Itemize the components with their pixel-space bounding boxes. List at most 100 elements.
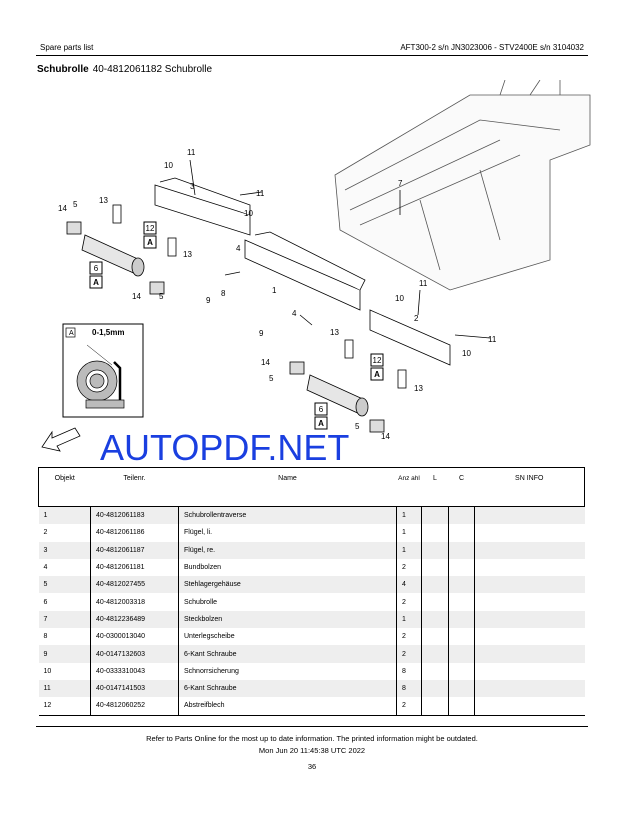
column-header: C [458,475,465,482]
callout-box [143,235,157,249]
table-cell [421,697,449,716]
column-header: Objekt [54,475,75,482]
callout-number: 14 [58,204,67,213]
table-cell: 8 [43,633,48,641]
callout-number: 7 [398,179,403,188]
table-cell [421,645,449,663]
table-cell [421,576,449,594]
table-cell: Unterlegscheibe [178,628,397,646]
direction-arrow-icon [41,427,81,452]
table-cell [474,524,585,542]
table-cell: 2 [43,529,48,537]
table-cell: 40-4812236489 [90,610,179,629]
callout-box [370,367,384,381]
table-cell [421,558,449,577]
callout-number: 11 [256,189,265,198]
callout-number: 4 [292,309,297,318]
callout-number: 13 [330,328,339,337]
table-cell: 8 [396,662,422,680]
table-cell: 40-4812061187 [90,541,179,559]
table-cell [448,541,475,559]
callout-number: 5 [355,422,360,431]
table-cell [448,645,475,663]
table-cell: 4 [396,576,422,594]
callout-number: 9 [259,329,264,338]
table-cell: Schnorrsicherung [178,662,397,680]
callout-number: 10 [244,209,253,218]
callout-box [370,353,384,367]
table-cell [448,593,475,611]
column-header: L [433,475,437,482]
table-cell: 40-0147132603 [90,645,179,663]
table-cell [474,645,585,663]
boxed-callout: 12 [146,224,155,233]
table-cell: 12 [43,702,52,710]
table-cell [421,593,449,611]
table-cell [474,679,585,698]
boxed-callout: A [318,419,324,428]
table-cell: 7 [43,615,48,623]
watermark: AUTOPDF.NET [100,427,350,468]
detail-view-a [62,323,144,418]
table-cell [421,541,449,559]
callout-box [314,402,328,416]
callout-number: 14 [132,292,141,301]
callout-box [314,416,328,430]
callout-number: 5 [159,292,164,301]
callout-box [89,275,103,289]
title-rest: 40-4812061182 Schubrolle [92,64,213,75]
callout-number: 9 [206,296,211,305]
table-cell [474,628,585,646]
footer-divider [36,726,588,727]
table-cell [421,662,449,680]
table-cell: 2 [396,697,422,716]
table-cell: 3 [43,546,48,554]
table-cell: 9 [43,650,48,658]
table-cell [448,628,475,646]
detail-label: A [69,330,74,337]
table-cell: Schubrolle [178,593,397,611]
table-cell [448,576,475,594]
table-cell [474,576,585,594]
callout-number: 11 [187,148,196,157]
parts [66,159,491,433]
machine-frame [334,80,591,291]
callout-number: 13 [183,250,192,259]
table-cell: 2 [396,628,422,646]
boxed-callout: 6 [319,405,324,414]
table-cell: Flügel, li. [178,524,397,542]
callout-box [143,221,157,235]
callout-number: 13 [99,196,108,205]
boxed-callout: 6 [94,264,99,273]
table-cell [474,662,585,680]
column-header: Teilenr. [123,475,146,482]
machine-serial: AFT300-2 s/n JN3023006 - STV2400E s/n 31… [400,43,584,52]
boxed-callout: A [147,238,153,247]
table-cell [474,558,585,577]
callout-number: 10 [395,294,404,303]
callout-number: 3 [190,182,195,191]
callout-number: 1 [272,286,277,295]
table-cell [421,610,449,629]
callout-box [89,261,103,275]
boxed-callout: 12 [373,356,382,365]
table-cell [448,679,475,698]
table-cell: 8 [396,679,422,698]
column-header: Name [278,475,297,482]
table-cell: 40-0300013040 [90,628,179,646]
table-cell: 40-4812061181 [90,558,179,577]
table-cell [474,697,585,716]
table-cell [474,541,585,559]
footer-timestamp: Mon Jun 20 11:45:38 UTC 2022 [258,746,366,755]
